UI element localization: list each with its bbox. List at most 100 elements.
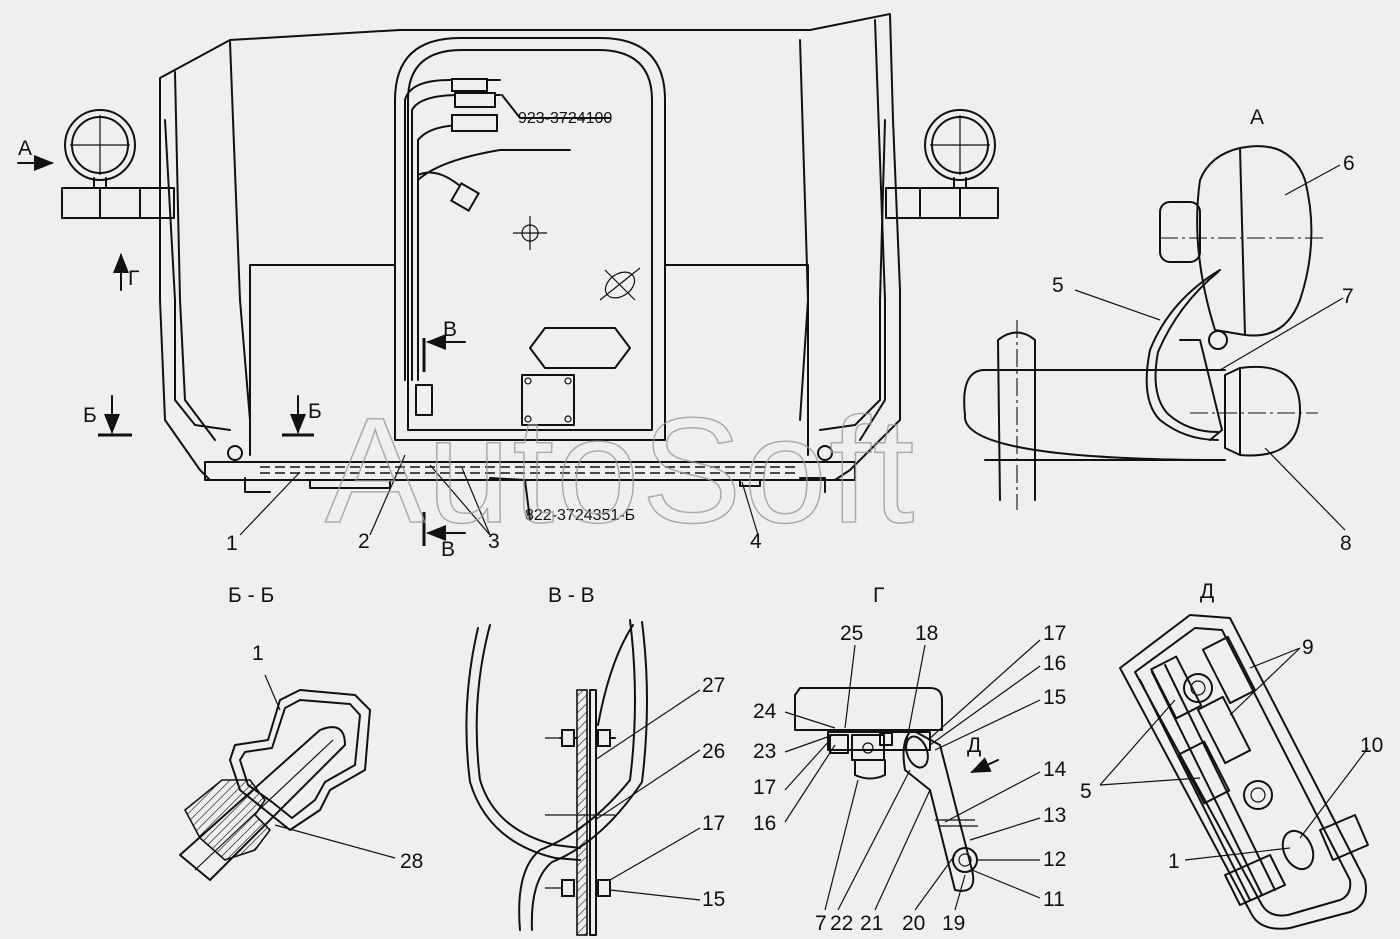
d-lower-clip — [1224, 854, 1286, 906]
leader-2 — [369, 454, 406, 536]
leader-a-5 — [1074, 289, 1161, 321]
callout-a-5: 5 — [1052, 274, 1064, 297]
callout-main-3: 3 — [488, 530, 500, 553]
g-rod-eye-inner — [958, 853, 972, 867]
code-leader-upper — [501, 94, 611, 119]
center-cross — [513, 216, 547, 250]
leader-d-5 — [1099, 699, 1201, 786]
callout-g-16b: 16 — [753, 812, 776, 835]
vv-nut-upper-1 — [561, 729, 575, 747]
vv-panel — [576, 689, 588, 936]
bracket-7 — [1179, 339, 1223, 441]
connector-c — [451, 114, 498, 132]
leader-d-10 — [1299, 747, 1369, 839]
cabin-right-rib — [859, 19, 886, 441]
leader-a-8 — [1264, 447, 1346, 531]
section-bb: Б - Б 1 28 — [179, 584, 423, 881]
lamp-6-body — [1196, 147, 1246, 336]
vv-nut-lower-2 — [597, 879, 611, 897]
g-clamp-lines — [935, 819, 978, 827]
g-bracket-hole — [862, 742, 874, 754]
g-lower-block — [854, 759, 886, 780]
callout-vv-17: 17 — [702, 812, 725, 835]
d-clamp-9b — [1196, 695, 1252, 765]
d-clamp-9a — [1201, 635, 1257, 705]
harness-branch-3 — [417, 149, 571, 196]
leader-g-14 — [944, 771, 1041, 823]
bottom-bar — [204, 461, 856, 481]
leader-g-25 — [844, 644, 856, 729]
leader-g-23 — [784, 734, 834, 753]
view-d-title: Д — [1200, 580, 1214, 603]
g-rod-eye — [952, 847, 978, 873]
g-bracket-block — [851, 734, 885, 761]
leader-g-16b — [784, 744, 836, 823]
vv-nut-lower-1 — [561, 879, 575, 897]
callout-g-13: 13 — [1043, 804, 1066, 827]
cable-5 — [1145, 269, 1221, 441]
harness-main — [404, 79, 501, 381]
d-bracket-outer — [1119, 614, 1367, 930]
leader-g-11 — [971, 869, 1041, 899]
callout-g-11: 11 — [1043, 888, 1065, 911]
callout-main-4: 4 — [750, 530, 762, 553]
leader-g-21 — [874, 789, 931, 911]
d-cables — [1139, 664, 1276, 901]
part-code-upper: 923-3724100 — [518, 110, 612, 127]
leader-g-17b — [784, 739, 831, 791]
g-small-block — [879, 732, 893, 746]
plate-bolt-4 — [564, 415, 572, 423]
leader-g-16a — [929, 665, 1041, 746]
leader-g-17a — [927, 639, 1041, 741]
section-b-marker-left: Б — [83, 404, 97, 427]
left-lower-panel — [249, 264, 396, 456]
leader-g-19 — [954, 874, 966, 911]
callout-d-9: 9 — [1302, 636, 1314, 659]
cabin-left-rib — [174, 71, 216, 441]
callout-vv-27: 27 — [702, 674, 725, 697]
callout-g-15a: 15 — [1043, 686, 1066, 709]
callout-bb-1: 1 — [252, 642, 264, 665]
bb-grommet-28 — [183, 779, 272, 861]
callout-main-1: 1 — [226, 532, 238, 555]
bottom-brackets — [244, 477, 826, 493]
leader-g-22 — [837, 769, 911, 911]
d-side-clip — [1319, 814, 1369, 861]
leader-bb-1 — [264, 674, 281, 711]
lamp-8-body — [1239, 365, 1301, 457]
callout-d-1: 1 — [1168, 850, 1180, 873]
part-code-lower: 822-3724351-Б — [525, 507, 635, 524]
lamp-6-mount — [1159, 201, 1201, 263]
callout-a-6: 6 — [1343, 152, 1355, 175]
code-leader-lower — [489, 477, 531, 521]
right-work-lamp — [885, 109, 999, 219]
plate-bolt-1 — [524, 377, 532, 385]
license-plate — [529, 327, 631, 369]
callout-a-8: 8 — [1340, 532, 1352, 555]
leader-a-7 — [1219, 297, 1344, 371]
g-rod-top — [905, 735, 929, 769]
leader-vv-15 — [609, 889, 701, 901]
leader-vv-27 — [594, 689, 701, 761]
view-d: Д 9 10 5 1 — [1080, 580, 1383, 930]
d-bolt-upper-inner — [1190, 680, 1206, 696]
d-eye — [1281, 829, 1315, 871]
lamp-plate — [521, 374, 575, 426]
section-vv-title: В - В — [548, 584, 595, 607]
view-g: Г Д 25 18 17 16 — [753, 584, 1067, 935]
d-bolt-upper — [1183, 673, 1213, 703]
left-bracket — [227, 445, 243, 461]
left-work-lamp — [61, 109, 175, 219]
callout-g-17b: 17 — [753, 776, 776, 799]
callout-g-19: 19 — [942, 912, 965, 935]
g-lamp-housing — [794, 687, 943, 731]
main-view: 923-3724100 822-3724351-Б — [17, 13, 999, 561]
callout-g-14: 14 — [1043, 758, 1067, 781]
rear-window-frame — [394, 37, 666, 441]
leader-a-6 — [1284, 164, 1341, 196]
callout-g-24: 24 — [753, 700, 777, 723]
view-d-arrow-label: Д — [967, 734, 981, 757]
callout-vv-26: 26 — [702, 740, 725, 763]
leader-d-1 — [1184, 847, 1291, 861]
callout-vv-15: 15 — [702, 888, 725, 911]
